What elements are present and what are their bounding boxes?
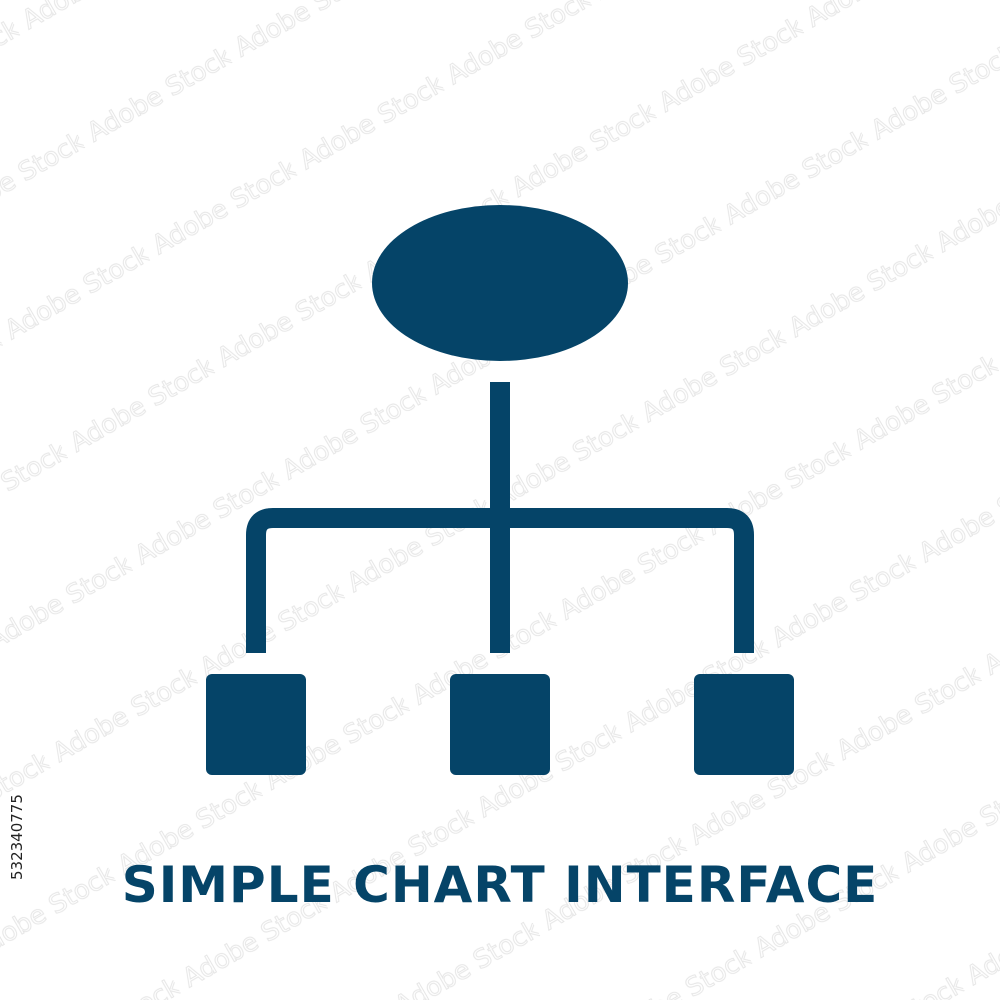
child-node-right — [694, 674, 794, 775]
root-node-ellipse — [372, 205, 628, 361]
branch-connector — [246, 508, 754, 653]
icon-caption: SIMPLE CHART INTERFACE — [121, 856, 879, 914]
child-node-left — [206, 674, 306, 775]
stock-id-label: 532340775 — [8, 794, 26, 880]
child-node-center — [450, 674, 550, 775]
